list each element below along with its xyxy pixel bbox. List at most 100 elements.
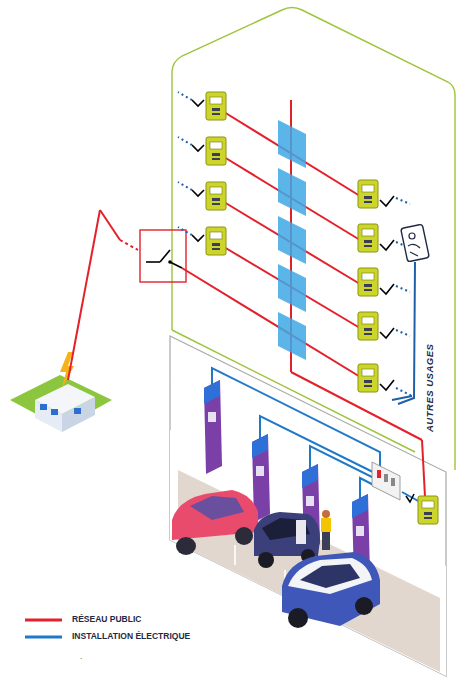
- floor-panels-part: [278, 120, 306, 168]
- legend-swatch: [25, 636, 62, 639]
- car-pink-part: [190, 496, 244, 520]
- main-switch-part: [170, 262, 182, 268]
- charging-wires-part: [402, 492, 420, 502]
- meters-left: [206, 92, 226, 255]
- car-pink: [172, 490, 258, 555]
- dotted-wires-right-part: [396, 286, 410, 292]
- charging-wires-part: [212, 368, 380, 470]
- legend-text: RÉSEAU PUBLIC: [72, 614, 141, 624]
- floor-panels: [278, 120, 306, 360]
- distribution-panel: [372, 462, 438, 524]
- distribution-panel-part: [384, 474, 388, 482]
- public-network-line-part: [100, 210, 120, 240]
- main-switch: [140, 230, 362, 378]
- switches-left-part: [192, 235, 204, 241]
- floor-panels-part: [278, 312, 306, 360]
- main-switch-part: [182, 268, 362, 378]
- switches-left-part: [192, 145, 204, 151]
- floor-panels-part: [278, 216, 306, 264]
- charging-stations-part: [204, 380, 220, 404]
- charging-wires-part: [260, 416, 385, 478]
- car-white-part: [288, 608, 308, 628]
- other-uses-icon-part: [401, 224, 430, 262]
- main-switch-part: [168, 260, 172, 264]
- distribution-panel-part: [391, 478, 395, 486]
- charging-stations-part: [352, 494, 368, 518]
- dotted-wires-right-part: [396, 330, 410, 336]
- meters-right-part: [358, 312, 378, 340]
- substation-part: [51, 409, 58, 415]
- switches-left: [192, 100, 204, 241]
- dotted-wires-right-part: [396, 388, 412, 396]
- meters-right-part: [358, 364, 378, 392]
- public-network-line-part: [68, 210, 100, 380]
- floor-panels-part: [278, 264, 306, 312]
- dotted-wires-right-part: [396, 198, 410, 204]
- substation-part: [35, 384, 95, 414]
- legend-text: INSTALLATION ÉLECTRIQUE: [72, 631, 190, 641]
- substation: [10, 352, 112, 432]
- charging-stations-part: [208, 412, 216, 422]
- switches-right: [380, 196, 394, 390]
- meters-right-part: [358, 180, 378, 208]
- meters-left-part: [206, 182, 226, 210]
- stray-mark: .: [80, 652, 82, 661]
- riser-part: [422, 440, 425, 497]
- meters-left-part: [206, 227, 226, 255]
- car-pink-part: [235, 527, 253, 545]
- switches-right-part: [380, 240, 394, 250]
- car-white: [282, 552, 380, 628]
- charging-stations-part: [204, 380, 222, 474]
- parking-outline-part: [178, 470, 440, 672]
- meters-right-part: [358, 224, 378, 252]
- dotted-wires-left-part: [178, 92, 192, 100]
- switches-right-part: [380, 284, 394, 294]
- dotted-wires-left: [178, 92, 192, 235]
- charging-stations-part: [306, 496, 314, 506]
- switches-right-part: [380, 380, 394, 390]
- charging-stations-part: [356, 526, 364, 536]
- meters-left-part: [206, 92, 226, 120]
- parking-lines-part: [234, 545, 236, 565]
- floor-lines: [224, 112, 360, 328]
- person-part: [321, 518, 331, 532]
- main-switch-part: [146, 261, 160, 263]
- main-switch-part: [140, 230, 186, 282]
- other-uses-icon-part: [398, 262, 415, 404]
- car-white-part: [355, 597, 373, 615]
- public-network-line: [68, 210, 138, 380]
- meters-left-part: [206, 137, 226, 165]
- car-dark-part: [258, 552, 274, 568]
- charging-stations-part: [252, 434, 268, 458]
- other-uses-icon-part: [409, 233, 415, 239]
- charging-stations: [204, 380, 370, 582]
- car-white-part: [288, 558, 372, 594]
- charging-stations-part: [302, 464, 318, 488]
- meters-right-part: [358, 268, 378, 296]
- floor-lines-part: [224, 247, 360, 328]
- charging-stations-part: [256, 466, 264, 476]
- dotted-wires-left-part: [178, 227, 192, 235]
- car-dark-part: [296, 520, 306, 544]
- substation-part: [40, 404, 47, 410]
- dotted-wires-left-part: [178, 137, 192, 145]
- switches-left-part: [192, 100, 204, 106]
- switches-right-part: [380, 196, 394, 206]
- distribution-panel-part: [372, 462, 400, 500]
- switches-right-part: [380, 328, 394, 338]
- parking-outline: [170, 336, 446, 676]
- other-uses-icon: [392, 224, 429, 404]
- dotted-wires-left-part: [178, 182, 192, 190]
- other-uses-icon-part: [392, 396, 412, 400]
- riser-part: [291, 372, 422, 440]
- distribution-panel-part: [377, 470, 381, 478]
- person-part: [322, 532, 330, 550]
- meters-right: [358, 180, 378, 392]
- substation-part: [74, 408, 81, 414]
- distribution-panel-part: [418, 496, 438, 524]
- parking-outline-part: [170, 336, 446, 676]
- car-white-part: [300, 564, 360, 588]
- side-label: AUTRES USAGES: [424, 344, 435, 432]
